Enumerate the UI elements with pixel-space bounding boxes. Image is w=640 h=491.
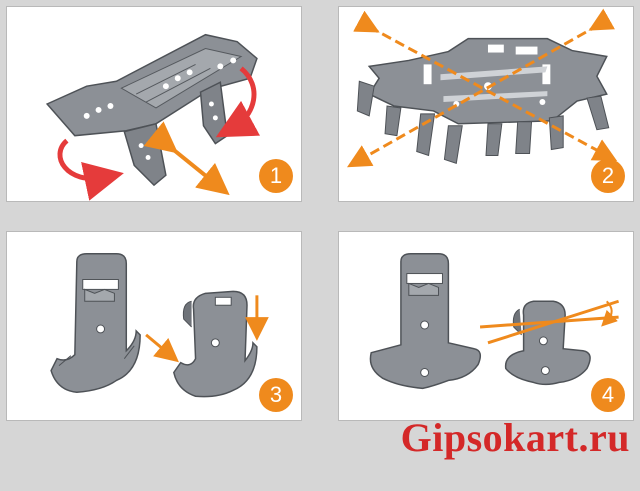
brand-watermark[interactable]: Gipsokart.ru bbox=[400, 415, 630, 460]
clip-t-base bbox=[504, 300, 591, 386]
step-1-illustration bbox=[45, 33, 261, 201]
step-number-badge: 3 bbox=[259, 378, 293, 412]
step-2-panel: 2 bbox=[338, 6, 634, 202]
step-3-panel: 3 bbox=[6, 231, 302, 421]
step-4-panel: 4 bbox=[338, 231, 634, 421]
hanger-clip-folded bbox=[172, 290, 258, 398]
diagonal-line-b bbox=[346, 8, 616, 168]
step-2-illustration bbox=[346, 8, 618, 168]
angle-line-b bbox=[479, 315, 619, 329]
direction-arrow bbox=[143, 121, 230, 196]
bend-arrow-right bbox=[215, 66, 261, 138]
hanger-flat-plate bbox=[45, 33, 258, 137]
step-number-badge: 1 bbox=[259, 159, 293, 193]
hanger-t-base bbox=[369, 253, 482, 390]
insert-arrow bbox=[145, 333, 179, 363]
hanger-straight bbox=[50, 253, 141, 394]
step-number-badge: 2 bbox=[591, 159, 625, 193]
hanger-wing-right bbox=[199, 81, 229, 145]
cross-plate bbox=[367, 37, 608, 125]
step-3-illustration bbox=[50, 253, 269, 398]
bend-arrow-left bbox=[57, 138, 124, 201]
step-number-badge: 4 bbox=[591, 378, 625, 412]
angle-arc bbox=[601, 300, 618, 327]
step-4-illustration bbox=[369, 253, 620, 390]
step-1-panel: 1 bbox=[6, 6, 302, 202]
hanger-wing-left bbox=[123, 122, 167, 187]
